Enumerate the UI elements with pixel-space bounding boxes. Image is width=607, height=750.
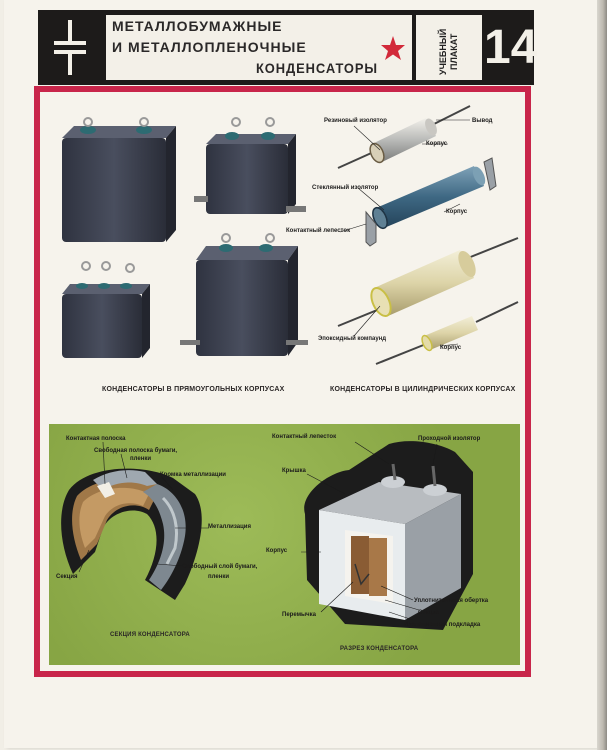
label-section: Секция xyxy=(56,574,78,580)
rect-capacitor-4 xyxy=(180,233,308,356)
label-lead: Вывод xyxy=(472,118,493,124)
caption-section: СЕКЦИЯ КОНДЕНСАТОРА xyxy=(110,632,190,638)
capacitor-section-drawing xyxy=(61,468,202,600)
title-line-1: МЕТАЛЛОБУМАЖНЫЕ xyxy=(112,18,283,34)
cyl-capacitor-3 xyxy=(337,237,519,327)
label-metal-edge: Кромка металлизации xyxy=(160,472,226,478)
caption-rectangular: КОНДЕНСАТОРЫ В ПРЯМОУГОЛЬНЫХ КОРПУСАХ xyxy=(102,386,285,393)
label-free-strip-1: Свободная полоска бумаги, xyxy=(94,448,178,454)
label-epoxy: Эпоксидный компаунд xyxy=(318,336,387,342)
label-case-3: Корпус xyxy=(440,345,462,351)
label-seal-wrap: Уплотнительная обертка xyxy=(414,598,489,604)
cyl-capacitor-4 xyxy=(375,301,519,365)
rect-capacitor-2 xyxy=(194,117,306,214)
poster-label: УЧЕБНЫЙ ПЛАКАТ xyxy=(416,15,482,80)
label-case-1: Корпус xyxy=(426,141,448,147)
cyl-capacitor-2 xyxy=(365,157,497,247)
capacitor-symbol-icon xyxy=(42,14,98,81)
leader-lines-top xyxy=(339,119,470,347)
label-cut-contact-tab: Контактный лепесток xyxy=(272,434,337,440)
caption-cylindrical: КОНДЕНСАТОРЫ В ЦИЛИНДРИЧЕСКИХ КОРПУСАХ xyxy=(330,386,516,393)
label-contact-tab: Контактный лепесток xyxy=(286,228,351,234)
label-free-strip-2: пленки xyxy=(130,456,152,462)
label-free-layer-2: пленки xyxy=(208,574,230,580)
page-edge xyxy=(597,0,607,750)
poster-frame xyxy=(34,86,531,677)
label-line-2: ПЛАКАТ xyxy=(449,33,459,70)
label-metallization: Металлизация xyxy=(208,524,251,530)
caption-cutaway: РАЗРЕЗ КОНДЕНСАТОРА xyxy=(340,646,419,652)
label-cut-section: Секция xyxy=(418,610,440,616)
label-case-2: Корпус xyxy=(446,209,468,215)
label-rubber-insulator: Резиновый изолятор xyxy=(324,118,387,124)
rect-capacitor-1 xyxy=(62,117,176,242)
capacitor-cutaway-drawing xyxy=(304,441,473,630)
label-lid: Крышка xyxy=(282,468,306,474)
label-feedthrough: Проходной изолятор xyxy=(418,436,481,442)
capacitor-illustrations xyxy=(62,105,519,365)
label-insulating-pad: Изоляционная подкладка xyxy=(404,622,481,628)
leader-lines-bottom xyxy=(78,441,438,621)
label-free-layer-1: Свободный слой бумаги, xyxy=(182,564,258,570)
label-cut-case: Корпус xyxy=(266,548,288,554)
poster-title: МЕТАЛЛОБУМАЖНЫЕ И МЕТАЛЛОПЛЕНОЧНЫЕ КОНДЕ… xyxy=(106,15,412,80)
label-contact-strip: Контактная полоска xyxy=(66,436,126,442)
label-glass-insulator: Стеклянный изолятор xyxy=(312,185,379,191)
poster-number: 14 xyxy=(484,21,538,74)
label-jumper: Перемычка xyxy=(282,612,316,618)
poster-header: МЕТАЛЛОБУМАЖНЫЕ И МЕТАЛЛОПЛЕНОЧНЫЕ КОНДЕ… xyxy=(38,10,538,85)
rect-capacitor-3 xyxy=(62,261,150,358)
star-icon xyxy=(380,35,406,61)
label-line-1: УЧЕБНЫЙ xyxy=(438,28,448,75)
title-line-3: КОНДЕНСАТОРЫ xyxy=(256,60,378,76)
cyl-capacitor-1 xyxy=(337,105,471,169)
title-line-2: И МЕТАЛЛОПЛЕНОЧНЫЕ xyxy=(112,39,307,55)
section-illustrations xyxy=(61,441,473,630)
